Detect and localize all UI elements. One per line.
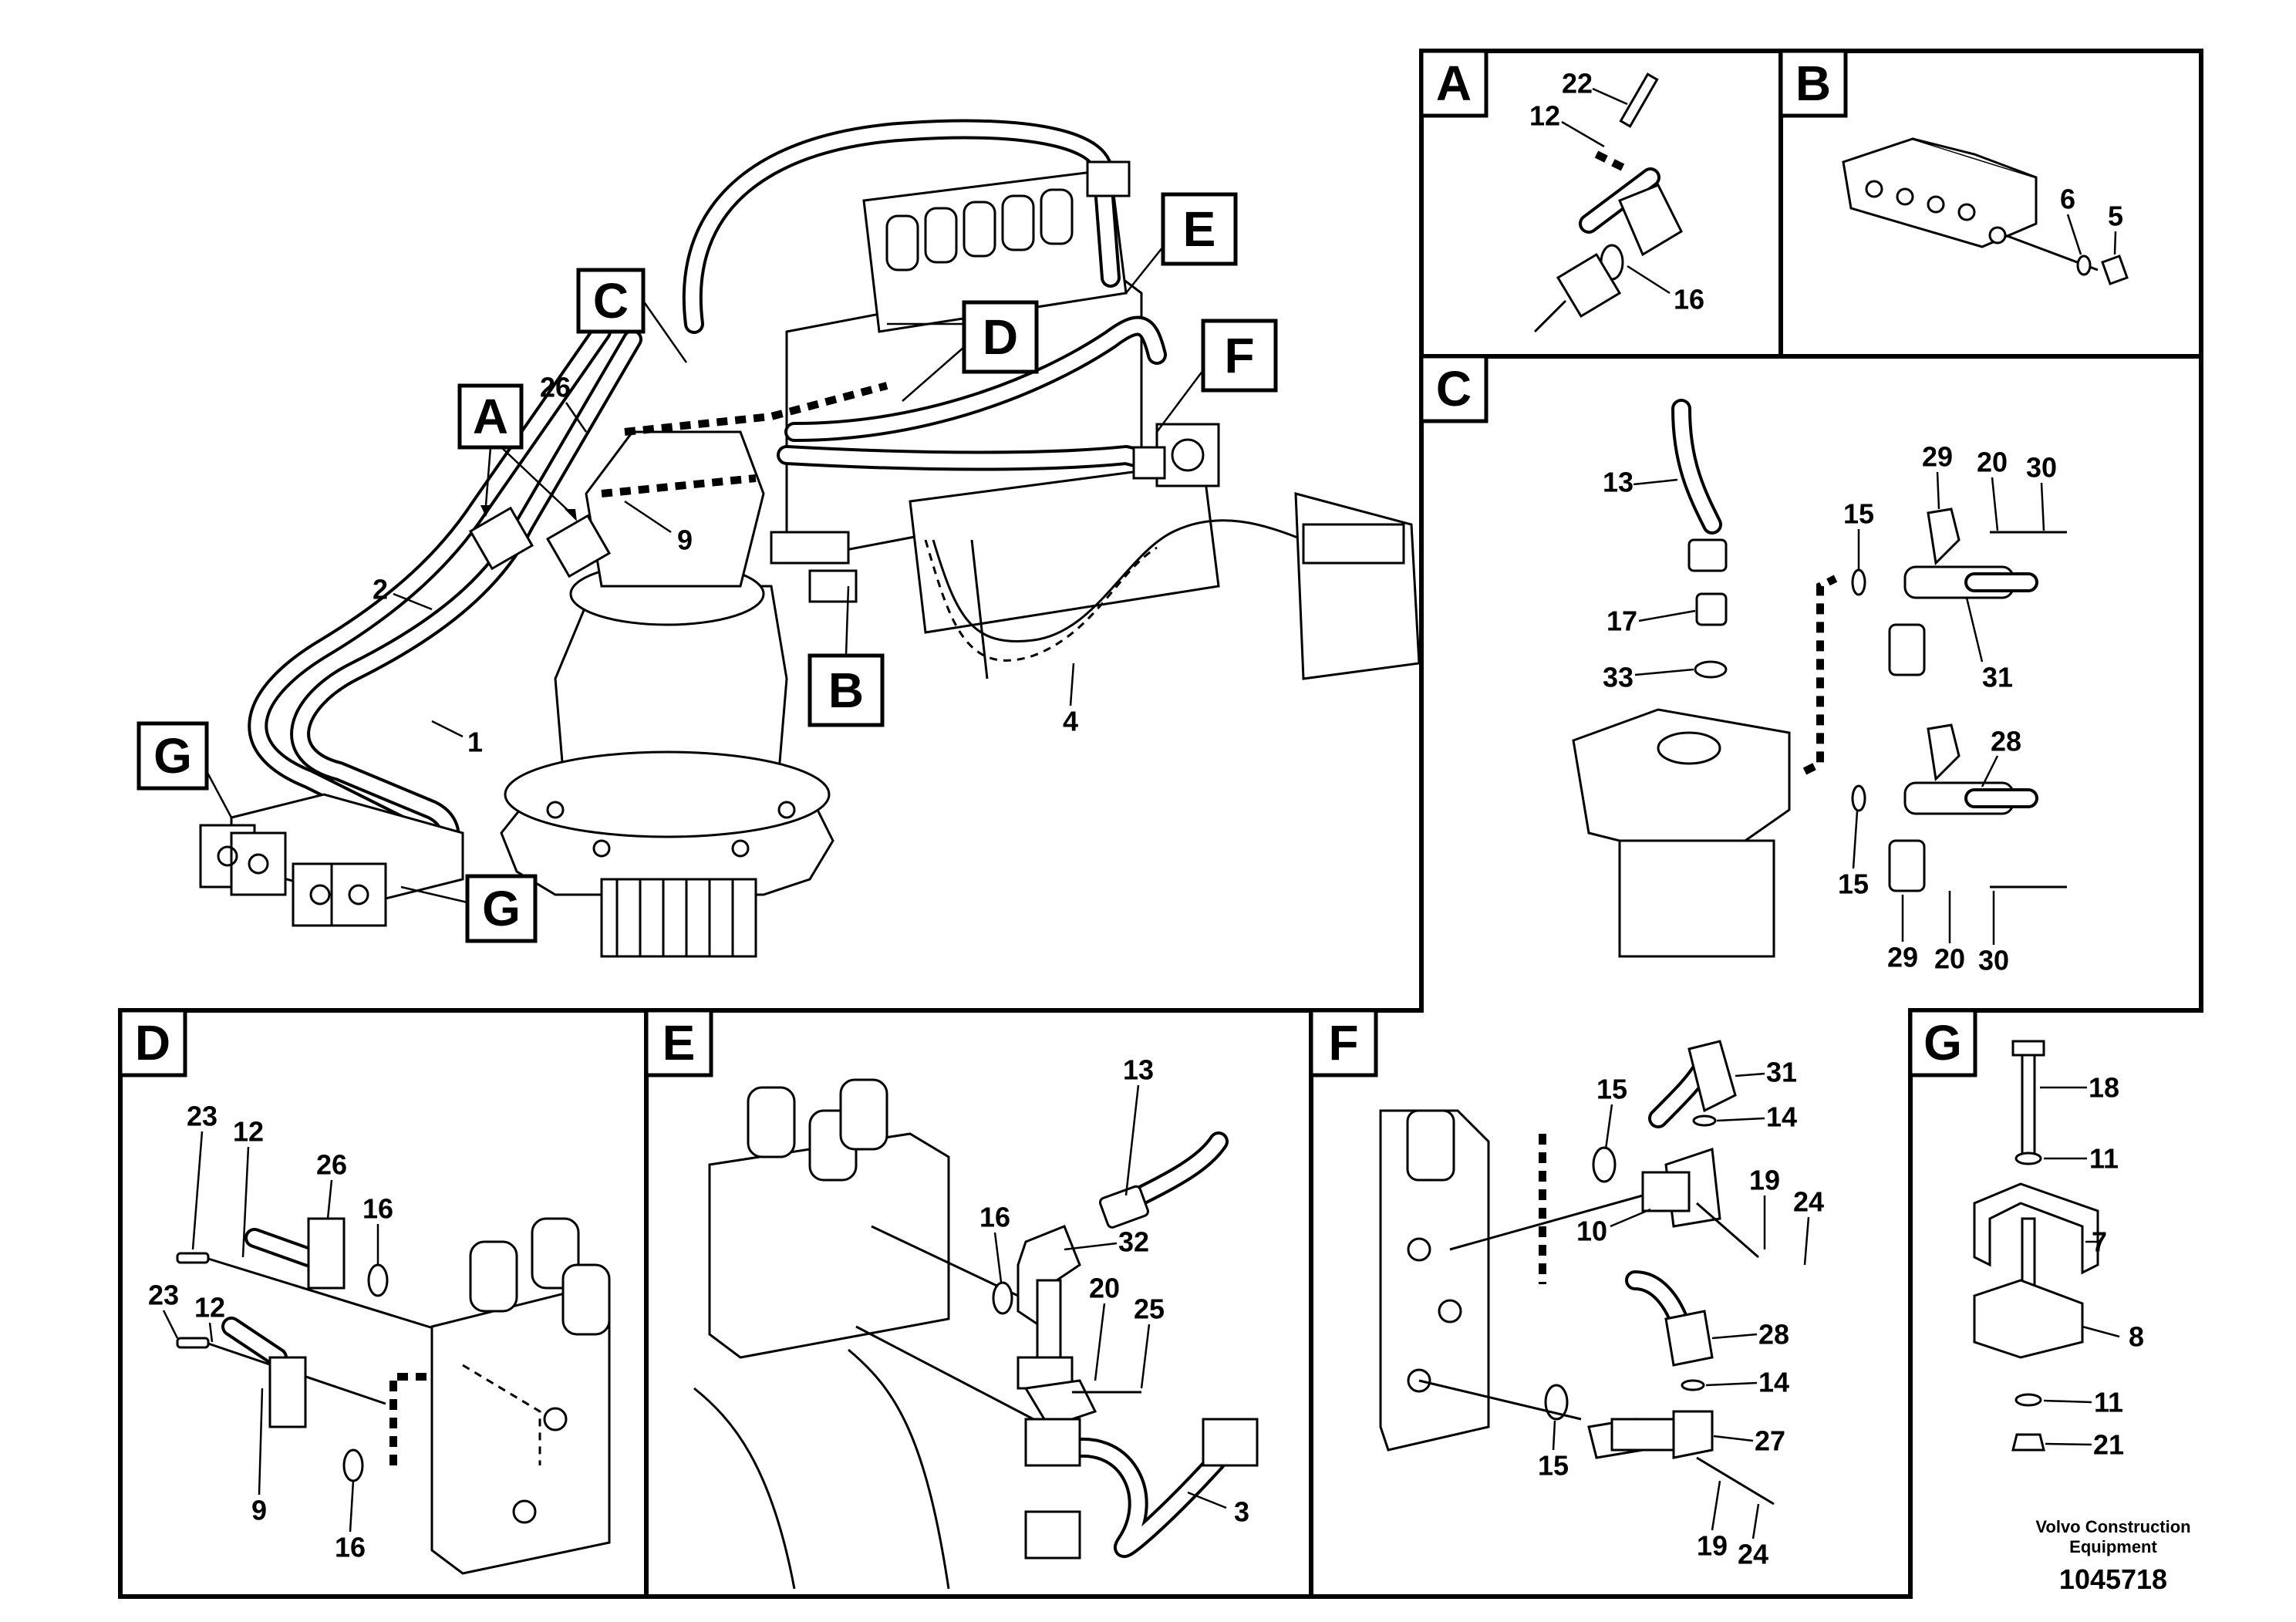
panel-c-number-15-bottom: 15 <box>1838 868 1869 900</box>
panel-e-number-13: 13 <box>1123 1054 1154 1086</box>
panel-f-number-10: 10 <box>1576 1216 1607 1247</box>
panel-c-number-17: 17 <box>1607 605 1637 637</box>
brand-line-1: Volvo Construction <box>2035 1517 2190 1536</box>
callout-a: A <box>457 383 577 521</box>
panel-b-number-5: 5 <box>2108 201 2123 232</box>
panel-g-number-21: 21 <box>2093 1429 2124 1461</box>
panel-c: C 13 29 20 30 15 17 33 <box>1419 354 2067 976</box>
panel-e-number-3: 3 <box>1234 1496 1249 1528</box>
panel-b-label: B <box>1795 56 1831 111</box>
main-number-9: 9 <box>677 524 693 556</box>
main-number-1: 1 <box>467 727 483 758</box>
callout-f: F <box>1156 319 1278 433</box>
panel-f-number-14-top: 14 <box>1766 1101 1797 1133</box>
panel-d-number-16-bottom: 16 <box>335 1532 366 1563</box>
panel-f: F 15 31 14 19 24 10 <box>1309 1008 1824 1570</box>
panel-b: B 6 5 <box>1778 49 2129 285</box>
callout-e: E <box>1125 192 1238 294</box>
svg-text:B: B <box>828 663 864 718</box>
panel-c-number-20-top: 20 <box>1977 447 2008 478</box>
panel-a-number-16: 16 <box>1674 284 1704 315</box>
svg-text:G: G <box>482 881 521 936</box>
panel-a: A 22 12 16 <box>1419 49 1704 333</box>
main-number-4: 4 <box>1063 706 1078 737</box>
panel-e-label: E <box>663 1015 696 1071</box>
panel-f-number-31: 31 <box>1766 1057 1797 1088</box>
swing-motor-drawing <box>500 430 834 958</box>
panel-e-number-16: 16 <box>979 1202 1010 1233</box>
main-view-illustration <box>199 119 1421 958</box>
panel-g-label: G <box>1923 1015 1962 1071</box>
panel-f-number-24-bottom: 24 <box>1738 1539 1768 1570</box>
panel-e-number-25: 25 <box>1134 1293 1165 1325</box>
panel-d-number-12-bottom: 12 <box>194 1292 225 1324</box>
svg-text:G: G <box>153 728 192 784</box>
panel-f-number-24-top: 24 <box>1793 1186 1824 1218</box>
panel-f-number-28: 28 <box>1758 1319 1789 1351</box>
panel-c-number-30-top: 30 <box>2026 452 2057 484</box>
panel-d-number-23-bottom: 23 <box>148 1280 179 1311</box>
callout-c: C <box>576 268 688 363</box>
panel-c-number-15-top: 15 <box>1843 498 1874 530</box>
main-number-2: 2 <box>373 574 388 605</box>
svg-text:E: E <box>1183 201 1216 257</box>
panel-e-number-20: 20 <box>1089 1273 1120 1304</box>
panel-f-number-27: 27 <box>1755 1425 1785 1457</box>
panel-g-number-11-bottom: 11 <box>2094 1387 2123 1418</box>
panel-d: D 23 12 26 16 23 12 9 16 <box>118 1008 611 1575</box>
panel-c-number-28: 28 <box>1991 726 2021 757</box>
panel-g-number-18: 18 <box>2089 1072 2119 1104</box>
panel-b-number-6: 6 <box>2060 184 2075 215</box>
panel-f-number-19-bottom: 19 <box>1697 1530 1728 1562</box>
panel-f-number-15-top: 15 <box>1596 1074 1627 1105</box>
svg-text:C: C <box>593 273 629 329</box>
hose-loop-drawing <box>682 119 1220 487</box>
panel-f-number-15-bottom: 15 <box>1538 1450 1569 1482</box>
panel-g: G 18 11 7 8 11 21 <box>1908 1008 2144 1461</box>
panel-c-number-20-bottom: 20 <box>1934 943 1965 975</box>
main-dashed-line <box>601 382 888 497</box>
panel-e-number-32: 32 <box>1118 1226 1149 1258</box>
callout-d: D <box>887 300 1039 402</box>
pipes-drawing <box>199 322 642 927</box>
panel-e: E 13 16 32 20 25 3 <box>644 1008 1259 1590</box>
hose-4-drawing <box>770 492 1421 680</box>
panel-a-label: A <box>1436 56 1472 111</box>
panel-c-number-29-bottom: 29 <box>1887 942 1918 973</box>
panel-f-label: F <box>1328 1015 1358 1071</box>
panel-c-number-13: 13 <box>1603 467 1633 498</box>
panel-d-number-12-top: 12 <box>233 1116 264 1148</box>
panel-g-number-11-top: 11 <box>2089 1143 2119 1175</box>
panel-f-number-19-top: 19 <box>1749 1165 1780 1196</box>
panel-c-number-33: 33 <box>1603 662 1633 693</box>
svg-text:F: F <box>1224 328 1254 383</box>
document-number: 1045718 <box>2059 1563 2167 1595</box>
panel-d-number-9: 9 <box>251 1495 267 1526</box>
panel-d-number-26: 26 <box>316 1149 347 1181</box>
callout-g-left: G <box>137 721 233 818</box>
panel-d-number-23-top: 23 <box>187 1101 217 1132</box>
main-number-26: 26 <box>540 372 571 403</box>
panel-g-number-8: 8 <box>2129 1321 2144 1353</box>
svg-text:D: D <box>983 309 1018 365</box>
panel-d-label: D <box>135 1015 170 1071</box>
footer: Volvo Construction Equipment 1045718 <box>2035 1517 2190 1595</box>
panel-f-number-14-bottom: 14 <box>1758 1367 1789 1398</box>
panel-c-label: C <box>1436 361 1472 416</box>
panel-c-number-30-bottom: 30 <box>1978 945 2009 976</box>
callout-g-right: G <box>400 874 538 943</box>
callout-b: B <box>807 585 885 727</box>
panel-d-number-16-top: 16 <box>362 1193 393 1225</box>
brand-line-2: Equipment <box>2069 1537 2157 1556</box>
main-part-numbers: 26 2 9 1 4 <box>373 372 1078 758</box>
panel-a-number-12: 12 <box>1529 100 1560 132</box>
panel-c-number-31: 31 <box>1982 662 2013 693</box>
panel-a-number-22: 22 <box>1562 68 1593 99</box>
panel-c-number-29-top: 29 <box>1922 441 1953 473</box>
panel-frames <box>118 49 2203 1599</box>
svg-text:A: A <box>473 389 508 444</box>
